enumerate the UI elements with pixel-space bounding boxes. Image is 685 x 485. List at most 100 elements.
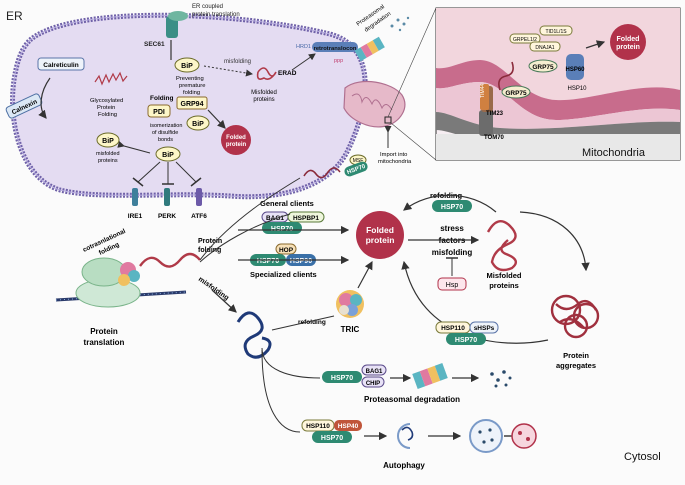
grp75-node-a	[501, 85, 531, 99]
svg-text:of disulfide: of disulfide	[152, 130, 178, 136]
svg-text:Protein: Protein	[563, 351, 589, 360]
svg-text:PDI: PDI	[153, 109, 165, 116]
protein-aggregates-icon	[550, 294, 600, 339]
er-misfolded-protein-icon	[256, 67, 277, 80]
svg-text:Protein: Protein	[97, 105, 115, 111]
mitochondria-label: Mitochondria	[582, 147, 646, 159]
phagophore-icon	[397, 423, 414, 449]
er-compartment: ER ER coupled protein translation SEC61 …	[5, 4, 410, 220]
svg-text:Folding: Folding	[150, 95, 173, 102]
svg-text:Misfolded: Misfolded	[251, 90, 277, 96]
svg-text:TRIC: TRIC	[341, 325, 360, 334]
autophagosome-icon	[469, 419, 503, 453]
svg-text:TIM23: TIM23	[486, 111, 504, 117]
hsp70-msf-node	[344, 161, 368, 177]
shsps-node	[469, 321, 499, 334]
svg-text:GRP94: GRP94	[181, 101, 204, 108]
svg-text:Specialized clients: Specialized clients	[250, 270, 317, 279]
retrotranslocon-node	[312, 42, 358, 52]
svg-text:HSP110: HSP110	[306, 423, 330, 430]
svg-text:BAG1: BAG1	[366, 369, 383, 375]
svg-text:aggregates: aggregates	[556, 361, 596, 370]
svg-text:GRP75: GRP75	[532, 64, 554, 71]
sec61-channel	[166, 16, 178, 38]
hsp70-chip-node	[322, 371, 362, 383]
svg-text:Misfolded: Misfolded	[487, 271, 522, 280]
svg-text:folding: folding	[198, 247, 221, 254]
svg-text:General clients: General clients	[260, 199, 314, 208]
svg-text:Folded: Folded	[226, 135, 246, 141]
ire1-receptor	[132, 188, 138, 206]
cytosol-folded-protein-icon	[356, 211, 404, 259]
peptide-fragments-icon	[490, 370, 512, 388]
lysosome-icon	[511, 423, 537, 449]
svg-text:mitochondria: mitochondria	[378, 159, 412, 165]
svg-text:HSP70: HSP70	[321, 435, 343, 442]
svg-text:HSP110: HSP110	[441, 325, 465, 332]
hsp70-aggregates-node	[446, 333, 486, 345]
grp94-node	[176, 96, 208, 110]
svg-text:HSP60: HSP60	[565, 67, 585, 73]
svg-text:proteins: proteins	[489, 281, 519, 290]
hsp70-refold-node	[432, 200, 472, 212]
svg-text:Preventing: Preventing	[176, 76, 204, 82]
calnexin-node	[5, 93, 43, 119]
cytosol-misfolded-protein-icon	[486, 220, 518, 272]
svg-text:HSP70: HSP70	[257, 258, 279, 265]
svg-text:BiP: BiP	[102, 138, 114, 145]
svg-text:proteins: proteins	[98, 158, 118, 164]
cytosol-compartment: Cytosol MSF HSP70 General clients BAG1 H…	[55, 154, 661, 470]
svg-text:CHIP: CHIP	[366, 381, 380, 387]
svg-text:Autophagy: Autophagy	[383, 461, 425, 470]
svg-text:Proteasomal degradation: Proteasomal degradation	[364, 395, 460, 404]
mito-folded-protein-icon	[610, 24, 646, 60]
svg-text:GRP75: GRP75	[505, 90, 527, 97]
dnaja1-node	[529, 41, 561, 52]
inner-membrane	[436, 60, 680, 120]
bip-node-center	[155, 146, 181, 162]
hsp60-barrel	[566, 54, 584, 80]
tim44-node	[480, 84, 489, 110]
atf6-receptor	[196, 188, 202, 206]
svg-text:TOM70: TOM70	[484, 135, 505, 141]
pdi-node	[147, 104, 171, 118]
svg-text:protein translation: protein translation	[192, 12, 240, 18]
svg-text:Hsp: Hsp	[446, 282, 459, 289]
svg-text:translation: translation	[84, 338, 125, 347]
chip-node	[361, 376, 385, 388]
er-folded-protein-icon	[221, 125, 251, 155]
hsp70-general-node	[262, 222, 302, 234]
svg-text:HSP70: HSP70	[455, 337, 477, 344]
svg-text:Calreticulin: Calreticulin	[43, 62, 78, 69]
hsp40-node	[334, 420, 362, 431]
bip-node-mid	[186, 115, 210, 131]
svg-text:protein: protein	[226, 142, 247, 148]
svg-text:sHSPs: sHSPs	[474, 325, 495, 332]
svg-text:BiP: BiP	[192, 121, 204, 128]
ribosome-icon	[168, 11, 188, 21]
cytosol-proteasome-icon	[412, 363, 448, 389]
nascent-protein-icon	[118, 252, 201, 286]
sec61-label: SEC61	[144, 41, 165, 48]
bip-node-left	[96, 132, 120, 148]
er-peptide-fragments-icon	[390, 16, 410, 32]
svg-text:HSP70: HSP70	[331, 375, 353, 382]
svg-text:BiP: BiP	[181, 63, 193, 70]
svg-text:folding: folding	[183, 90, 200, 96]
intermembrane-space	[436, 82, 680, 129]
tid1-node	[539, 25, 573, 36]
mitochondrion-icon	[343, 80, 406, 128]
svg-text:Protein: Protein	[90, 327, 118, 336]
cytosol-label: Cytosol	[624, 451, 661, 463]
svg-text:proteins: proteins	[253, 97, 274, 103]
svg-text:Glycosylated: Glycosylated	[90, 98, 123, 104]
bip-node-top	[174, 57, 200, 73]
svg-text:TID1L/1S: TID1L/1S	[545, 29, 567, 35]
svg-text:protein: protein	[366, 235, 395, 245]
svg-text:misfolded: misfolded	[96, 151, 120, 157]
hop-node	[275, 243, 297, 255]
svg-text:misfolding: misfolding	[224, 59, 251, 65]
svg-text:bonds: bonds	[158, 137, 173, 143]
svg-text:HRD1: HRD1	[296, 44, 311, 50]
